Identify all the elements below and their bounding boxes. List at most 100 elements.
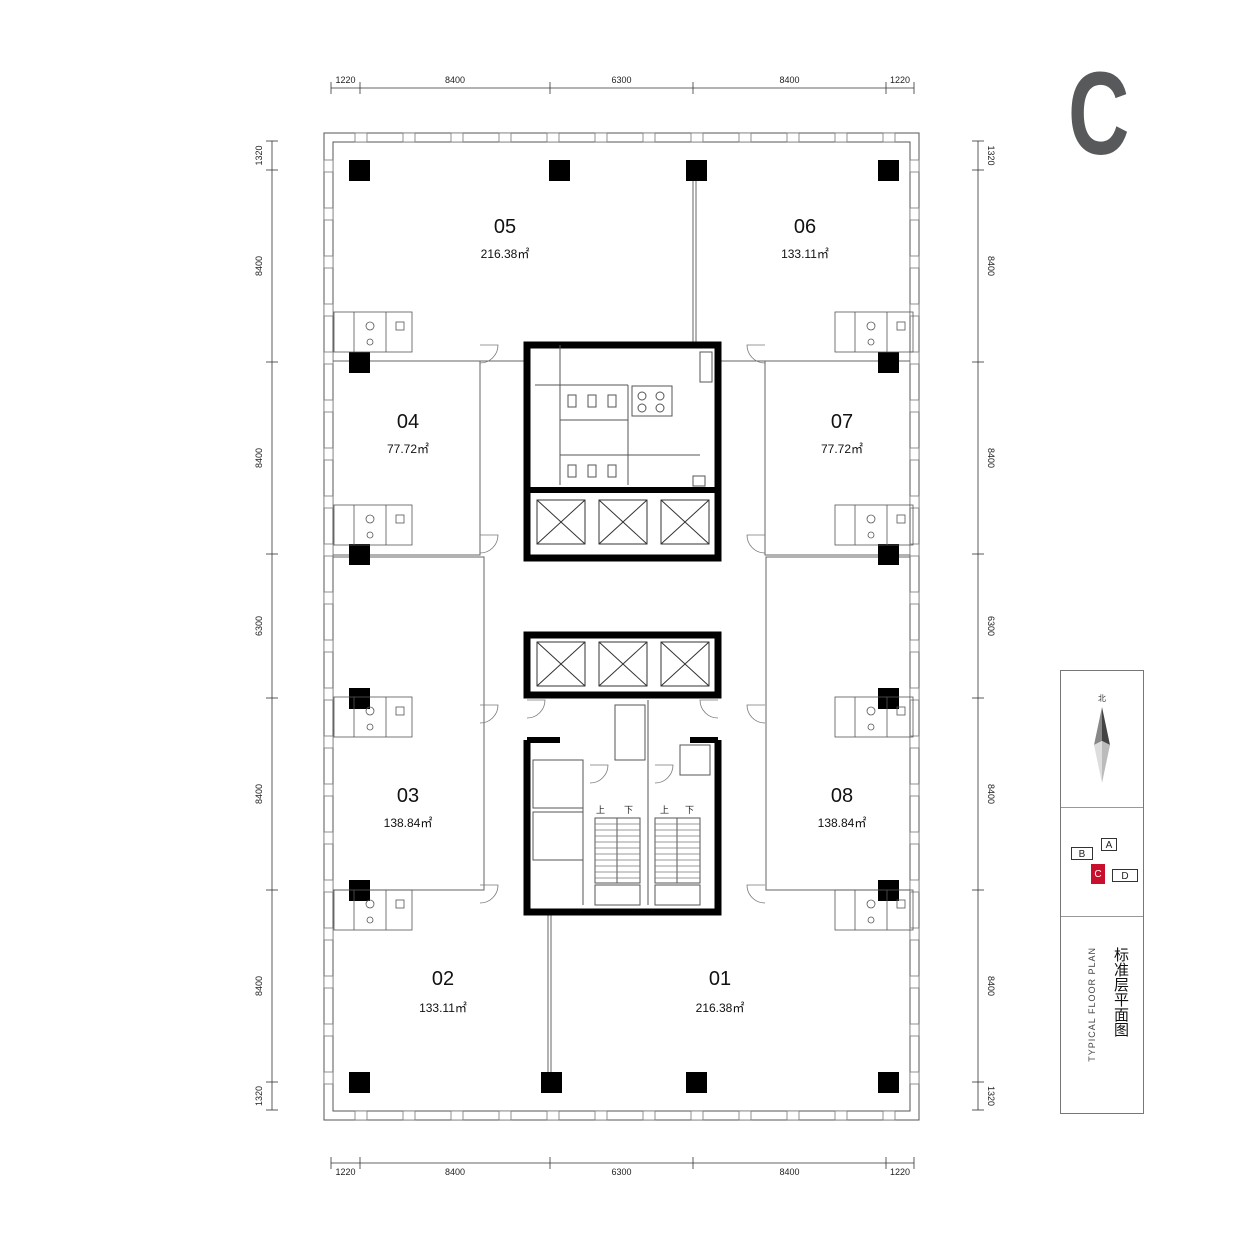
window-mark — [882, 1110, 896, 1121]
fixture-icon — [395, 321, 405, 331]
window-marks — [323, 132, 920, 1121]
door-swing — [479, 534, 499, 554]
column — [349, 352, 370, 373]
dim-top-label: 1220 — [890, 75, 910, 85]
washroom-pods — [333, 311, 914, 931]
window-mark — [498, 1110, 512, 1121]
window-mark — [323, 159, 334, 173]
window-mark — [909, 447, 920, 461]
dim-left-label: 8400 — [254, 448, 264, 468]
unit-number-07: 07 — [831, 411, 853, 433]
window-mark — [323, 1023, 334, 1037]
window-mark — [909, 687, 920, 701]
window-mark — [546, 132, 560, 143]
window-mark — [642, 1110, 656, 1121]
elevator-bank — [536, 499, 710, 687]
unit-area-01: 216.38㎡ — [696, 1001, 745, 1015]
washroom-pod — [834, 311, 914, 353]
window-mark — [498, 132, 512, 143]
window-mark — [323, 975, 334, 989]
window-mark — [909, 735, 920, 749]
dim-right-label: 6300 — [986, 616, 996, 636]
key-building-d: D — [1112, 869, 1138, 882]
unit-area-06: 133.11㎡ — [781, 247, 829, 261]
dim-bottom-label: 8400 — [779, 1167, 799, 1177]
elevator-shaft — [660, 641, 710, 687]
dim-left-label: 8400 — [254, 784, 264, 804]
column — [349, 880, 370, 901]
window-mark — [786, 132, 800, 143]
window-mark — [909, 591, 920, 605]
fixture-icon — [395, 514, 405, 524]
unit-number-05: 05 — [494, 216, 516, 238]
unit-number-04: 04 — [397, 411, 419, 433]
window-mark — [909, 543, 920, 557]
window-mark — [323, 495, 334, 509]
north-arrow-icon — [1094, 707, 1110, 783]
window-mark — [323, 735, 334, 749]
window-mark — [909, 1023, 920, 1037]
elevator-shaft — [598, 499, 648, 545]
partition-walls — [333, 175, 910, 1075]
column — [349, 1072, 370, 1093]
window-mark — [402, 1110, 416, 1121]
window-mark — [909, 879, 920, 893]
column — [349, 688, 370, 709]
stair-label-down-2: 下 — [685, 805, 694, 815]
door-swing — [479, 344, 499, 364]
elevator-shaft — [536, 499, 586, 545]
window-mark — [909, 1071, 920, 1085]
stair-label-up-2: 上 — [660, 805, 669, 815]
dim-top-label: 1220 — [335, 75, 355, 85]
window-mark — [323, 255, 334, 269]
dim-bottom-label: 1220 — [890, 1167, 910, 1177]
window-mark — [594, 132, 608, 143]
door-swing — [479, 704, 499, 724]
washroom-pod — [834, 504, 914, 546]
window-mark — [323, 879, 334, 893]
door-swing — [589, 764, 609, 784]
door-swing — [526, 699, 546, 719]
dim-top-label: 6300 — [611, 75, 631, 85]
elevator-cross — [660, 499, 710, 545]
fixture-icon — [896, 321, 906, 331]
column — [878, 352, 899, 373]
washroom-pod — [834, 889, 914, 931]
fixture-icon — [896, 706, 906, 716]
window-mark — [450, 1110, 464, 1121]
elevator-cross — [660, 641, 710, 687]
toilet-icon — [866, 514, 876, 524]
unit-area-03: 138.84㎡ — [384, 816, 433, 830]
elevator-shaft — [660, 499, 710, 545]
window-mark — [834, 132, 848, 143]
door-swing — [746, 884, 766, 904]
sink-icon — [867, 531, 875, 539]
window-mark — [323, 639, 334, 653]
toilet-icon — [365, 706, 375, 716]
core-top — [523, 341, 722, 562]
window-mark — [323, 351, 334, 365]
window-mark — [323, 927, 334, 941]
unit-number-01: 01 — [709, 968, 731, 990]
toilet-icon — [365, 514, 375, 524]
elevator-cross — [536, 499, 586, 545]
column — [878, 1072, 899, 1093]
window-mark — [738, 1110, 752, 1121]
window-mark — [909, 255, 920, 269]
structural-columns — [349, 160, 899, 1093]
unit-labels: 05 216.38㎡ 06 133.11㎡ 04 77.72㎡ 07 77.72… — [384, 216, 867, 1015]
plan-title: 标准层平面图 TYPICAL FLOOR PLAN — [1061, 917, 1143, 1113]
toilet-icon — [365, 321, 375, 331]
window-mark — [323, 591, 334, 605]
sink-icon — [366, 338, 374, 346]
key-plan: A B C D — [1061, 808, 1143, 917]
dim-right-label: 8400 — [986, 976, 996, 996]
window-mark — [323, 543, 334, 557]
sink-icon — [366, 916, 374, 924]
sink-icon — [366, 531, 374, 539]
window-mark — [909, 159, 920, 173]
